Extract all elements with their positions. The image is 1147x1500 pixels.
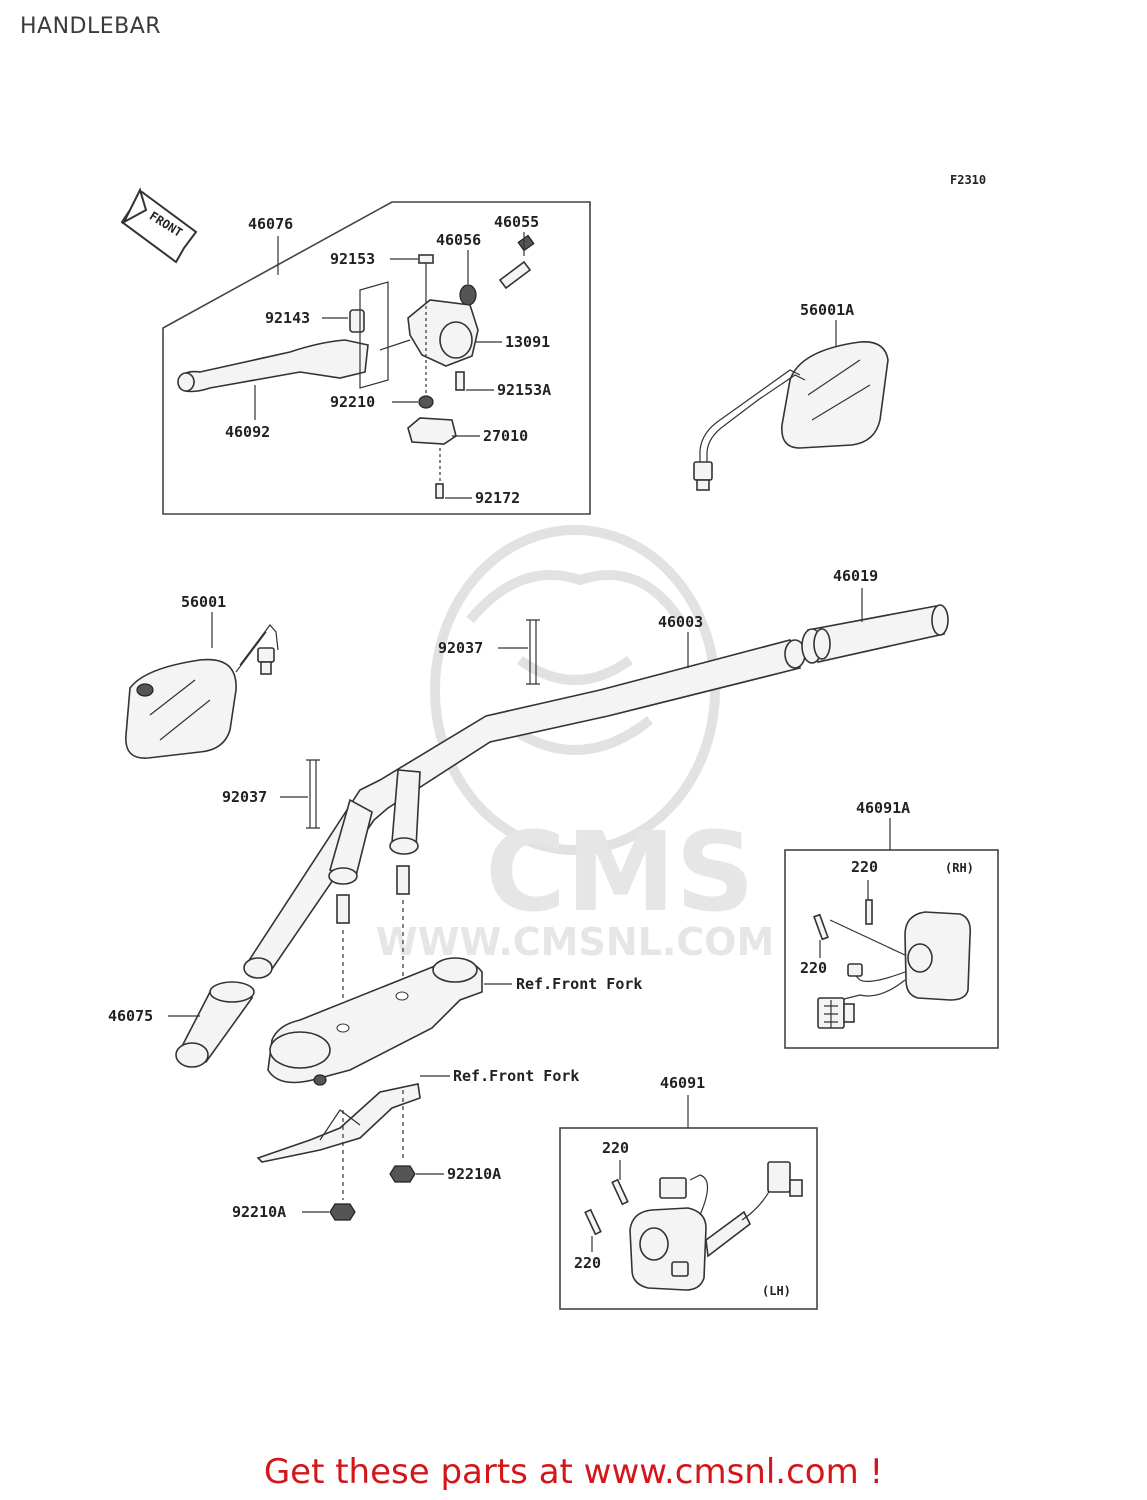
rh-switch-housing bbox=[817, 911, 972, 1029]
clutch-lever bbox=[177, 339, 369, 393]
part-92037-left: 92037 bbox=[222, 788, 267, 806]
part-13091: 13091 bbox=[505, 333, 550, 351]
part-46091A: 46091A bbox=[856, 799, 910, 817]
clip-92037-top bbox=[526, 619, 540, 685]
part-92143: 92143 bbox=[265, 309, 310, 327]
part-46091: 46091 bbox=[660, 1074, 705, 1092]
watermark-url: WWW.CMSNL.COM bbox=[376, 920, 775, 964]
screw-220-a bbox=[865, 899, 873, 925]
part-220-b: 220 bbox=[800, 959, 827, 977]
part-92172: 92172 bbox=[475, 489, 520, 507]
switch-27010 bbox=[407, 417, 457, 445]
clip-92037-left bbox=[306, 759, 320, 829]
screw-220-b bbox=[813, 913, 829, 941]
rh-label: (RH) bbox=[945, 861, 974, 875]
page-title: HANDLEBAR bbox=[20, 14, 162, 39]
part-92210A-right: 92210A bbox=[447, 1165, 501, 1183]
part-46056: 46056 bbox=[436, 231, 481, 249]
lh-label: (LH) bbox=[762, 1284, 791, 1298]
screw-46055 bbox=[498, 260, 532, 290]
part-46003: 46003 bbox=[658, 613, 703, 631]
grip-46019 bbox=[801, 604, 949, 664]
screw-220-c bbox=[611, 1178, 629, 1206]
bracket-plate bbox=[256, 1083, 421, 1200]
screw-92172 bbox=[435, 483, 444, 499]
part-56001A: 56001A bbox=[800, 301, 854, 319]
part-92153: 92153 bbox=[330, 250, 375, 268]
nut-92210 bbox=[418, 395, 434, 409]
mirror-56001A bbox=[693, 341, 889, 491]
pin-92143 bbox=[349, 309, 365, 333]
rh-switch-box bbox=[784, 849, 999, 1049]
figure-code: F2310 bbox=[950, 173, 986, 187]
nut-92210A-right bbox=[389, 1165, 416, 1183]
ref-front-fork-1: Ref.Front Fork bbox=[516, 975, 642, 993]
lh-switch-housing bbox=[629, 1161, 803, 1291]
part-220-a: 220 bbox=[851, 858, 878, 876]
part-92153A: 92153A bbox=[497, 381, 551, 399]
part-92037-top: 92037 bbox=[438, 639, 483, 657]
bolt-92153 bbox=[418, 254, 434, 264]
washer-46056 bbox=[459, 284, 477, 306]
ref-front-fork-2: Ref.Front Fork bbox=[453, 1067, 579, 1085]
handlebar-46003 bbox=[243, 639, 806, 979]
part-220-d: 220 bbox=[574, 1254, 601, 1272]
watermark: CMS WWW.CMSNL.COM bbox=[376, 525, 775, 964]
part-27010: 27010 bbox=[483, 427, 528, 445]
part-46092: 46092 bbox=[225, 423, 270, 441]
part-220-c: 220 bbox=[602, 1139, 629, 1157]
part-46075: 46075 bbox=[108, 1007, 153, 1025]
part-46019: 46019 bbox=[833, 567, 878, 585]
mirror-56001 bbox=[125, 624, 279, 759]
part-46055: 46055 bbox=[494, 213, 539, 231]
footer-link[interactable]: Get these parts at www.cmsnl.com ! bbox=[263, 1452, 884, 1492]
nut-92210A-left bbox=[329, 1203, 356, 1221]
lever-assembly-box bbox=[162, 201, 591, 515]
front-arrow-icon: FRONT bbox=[120, 187, 198, 264]
bolt-92153A bbox=[455, 371, 465, 391]
part-92210A-left: 92210A bbox=[232, 1203, 286, 1221]
screw-220-d bbox=[584, 1208, 602, 1236]
grip-46075 bbox=[175, 981, 255, 1068]
part-46076: 46076 bbox=[248, 215, 293, 233]
triple-clamp bbox=[267, 957, 483, 1086]
lever-holder-13091 bbox=[379, 299, 479, 367]
watermark-brand: CMS bbox=[485, 808, 754, 936]
part-92210: 92210 bbox=[330, 393, 375, 411]
part-56001: 56001 bbox=[181, 593, 226, 611]
